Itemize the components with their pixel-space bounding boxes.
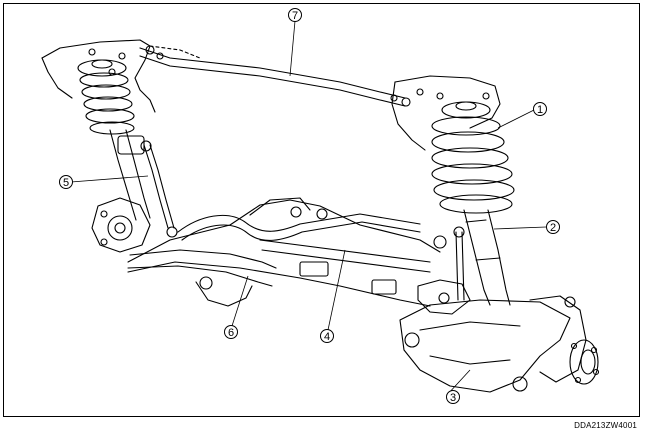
callout-circle (59, 175, 73, 189)
right-strut-damper (463, 209, 511, 306)
callout-2: 2 (546, 220, 560, 234)
left-lower-arm (127, 249, 277, 307)
figure-code: DDA213ZW4001 (574, 421, 637, 430)
callout-circle (288, 8, 302, 22)
callout-6: 6 (224, 325, 238, 339)
left-coil-spring (77, 59, 151, 221)
callout-circle (224, 325, 238, 339)
front-crossmember (127, 197, 447, 307)
callout-circle (320, 329, 334, 343)
callout-4: 4 (320, 329, 334, 343)
callout-1: 1 (533, 102, 547, 116)
leader-line-1 (497, 109, 535, 129)
leader-line-5 (70, 175, 149, 183)
right-strut-tower-panel (391, 75, 501, 151)
left-stabilizer-link (140, 140, 178, 238)
callout-circle (546, 220, 560, 234)
callout-number: 7 (292, 10, 298, 22)
left-knuckle-hub (91, 197, 151, 253)
leader-line-7 (289, 20, 296, 77)
leader-line-4 (327, 249, 346, 331)
leader-line-2 (493, 226, 547, 230)
right-knuckle-hub (529, 295, 600, 385)
callout-7: 7 (288, 8, 302, 22)
stabilizer-bar (177, 213, 421, 241)
leader-lines (70, 20, 547, 396)
right-coil-spring (431, 101, 515, 214)
callout-number: 2 (550, 222, 556, 234)
callout-3: 3 (446, 390, 460, 404)
right-lower-arm (399, 299, 571, 393)
callout-circle (446, 390, 460, 404)
callout-circle (533, 102, 547, 116)
right-stabilizer-link (453, 226, 465, 301)
callout-number: 5 (63, 177, 69, 189)
callout-number: 1 (537, 104, 543, 116)
left-strut-tower-panel (41, 39, 201, 113)
tower-bar (139, 45, 411, 107)
callout-number: 4 (324, 331, 330, 343)
callout-5: 5 (59, 175, 73, 189)
diagram-frame (3, 3, 640, 417)
callout-number: 3 (450, 392, 456, 404)
callout-number: 6 (228, 327, 234, 339)
leader-line-6 (231, 275, 249, 327)
right-mount-bracket (417, 279, 471, 315)
